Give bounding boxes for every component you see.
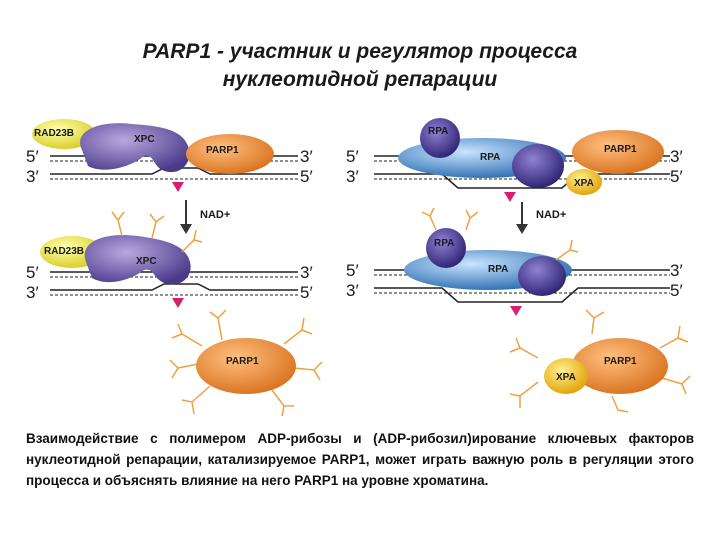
title-line-1: PARP1 - участник и регулятор процесса <box>142 40 578 63</box>
rad23b-protein-top <box>32 119 96 149</box>
dna-end-5-bottom-left-right: 5′ <box>346 261 359 280</box>
nad-label-right: NAD+ <box>536 209 566 221</box>
rpa-protein-small-bottom <box>426 228 466 268</box>
figure-caption: Взаимодействие с полимером ADP-рибозы и … <box>26 431 694 488</box>
xpc-protein-bottom <box>84 235 191 285</box>
dna-end-5-top-right-right: 5′ <box>670 167 683 186</box>
dna-end-3-bottom-left: 3′ <box>26 283 39 302</box>
nad-label-left: NAD+ <box>200 209 230 221</box>
dna-end-5-top-left: 5′ <box>26 147 39 166</box>
slide-title: PARP1 - участник и регулятор процесса ну… <box>0 38 720 94</box>
parp1-label-top-right: PARP1 <box>604 144 637 155</box>
lesion-marker-bottom-right <box>510 306 522 316</box>
reaction-arrow-left <box>180 200 192 234</box>
parp1-protein-top <box>186 134 274 174</box>
dna-end-3-top-left: 3′ <box>26 167 39 186</box>
xpa-label-top: XPA <box>574 178 594 189</box>
parp1-protein-top-right <box>572 130 664 174</box>
rad23b-label-bottom: RAD23B <box>44 246 84 257</box>
lesion-marker-top-right <box>504 192 516 202</box>
dna-end-5-bottom-left: 5′ <box>26 263 39 282</box>
dna-end-3-top-left-right: 3′ <box>346 167 359 186</box>
xpa-label-released: XPA <box>556 372 576 383</box>
parp1-label-released-right: PARP1 <box>604 356 637 367</box>
dna-end-3-bottom-right: 3′ <box>300 263 313 282</box>
parp1-label-top: PARP1 <box>206 145 239 156</box>
xpc-protein-top <box>80 123 190 173</box>
rpa-label-top: RPA <box>480 152 500 163</box>
adp-ribose-chains-parp1-right <box>509 309 691 413</box>
xpa-protein-top <box>566 169 602 195</box>
adp-ribose-chains-parp1 <box>169 309 323 417</box>
adp-ribose-chains-rpa <box>421 207 579 261</box>
xpc-label-top: XPC <box>134 134 155 145</box>
parp1-protein-released <box>196 338 296 394</box>
dna-end-3-top-right-right: 3′ <box>670 147 683 166</box>
rpa-subunit-bottom <box>518 256 566 296</box>
dna-end-3-top-right: 3′ <box>300 147 313 166</box>
parp1-label-released: PARP1 <box>226 356 259 367</box>
xpc-label-bottom: XPC <box>136 256 157 267</box>
rpa-protein-small-top <box>420 118 460 158</box>
left-panel-diagram: RAD23B XPC PARP1 5′ 3′ 3′ 5′ NAD+ RAD23B… <box>26 119 323 417</box>
dna-end-5-top-right: 5′ <box>300 167 313 186</box>
reaction-arrow-right <box>516 202 528 234</box>
adp-ribose-chains-xpc <box>111 211 203 253</box>
dna-end-3-bottom-right-right: 3′ <box>670 261 683 280</box>
rpa-small-label-top: RPA <box>428 126 448 137</box>
xpa-protein-released <box>544 358 588 394</box>
rpa-small-label-bottom: RPA <box>434 238 454 249</box>
dna-end-5-bottom-right-right: 5′ <box>670 281 683 300</box>
title-line-2: нуклеотидной репарации <box>222 68 498 91</box>
right-panel-diagram: RPA RPA PARP1 XPA 5′ 3′ 3′ 5′ NAD+ RPA R… <box>346 118 691 413</box>
rpa-label-bottom: RPA <box>488 264 508 275</box>
parp1-protein-released-right <box>572 338 668 394</box>
rpa-subunit-top <box>512 144 564 188</box>
lesion-marker-top <box>172 182 184 192</box>
dna-end-5-bottom-right: 5′ <box>300 283 313 302</box>
dna-end-5-top-left-right: 5′ <box>346 147 359 166</box>
rad23b-label-top: RAD23B <box>34 128 74 139</box>
dna-end-3-bottom-left-right: 3′ <box>346 281 359 300</box>
lesion-marker-bottom <box>172 298 184 308</box>
